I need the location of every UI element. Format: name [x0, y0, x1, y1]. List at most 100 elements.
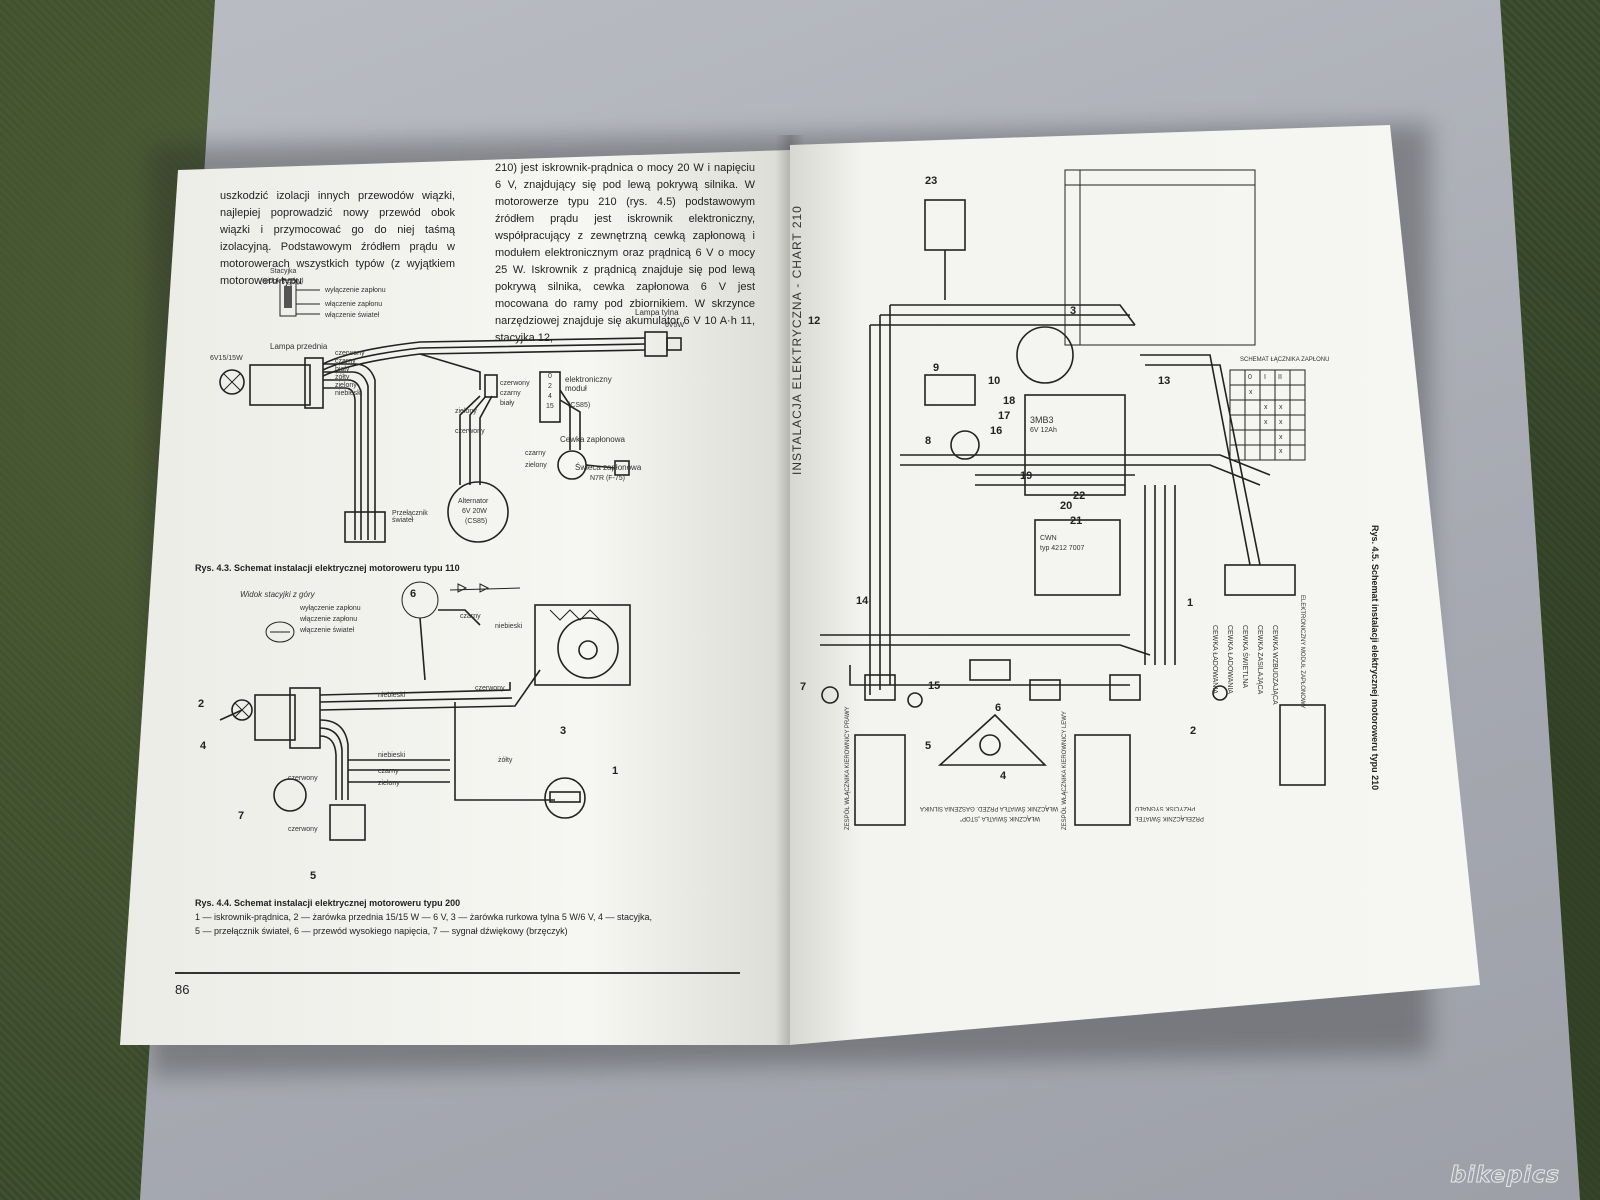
fig43-przelacznik-label: Przełącznik świateł [392, 510, 428, 524]
fig44-wyl-label: wyłączenie zapłonu [300, 605, 361, 612]
fig44-num-2: 2 [198, 698, 205, 710]
fig43-wire-zolty-1: żółty [335, 374, 350, 381]
switch-cell-1-1: x [1264, 404, 1268, 411]
text-column-1: uszkodzić izolacji innych przewodów wiąz… [220, 190, 455, 287]
label-swiatla: PRZEŁĄCZNIK ŚWIATEŁ [1135, 815, 1204, 821]
fig43-wire-bialy-2: biały [500, 400, 515, 407]
switch-cell-2-1: x [1264, 419, 1268, 426]
fig43-wire-bialy-1: biały [335, 366, 350, 373]
fig43-lampa-tylna-label: Lampa tylna [635, 308, 679, 317]
fig44-niebieski-3: niebieski [378, 752, 406, 759]
fig43-modul-code: (CS85) [568, 402, 591, 409]
battery-spec: 6V 12Ah [1030, 427, 1057, 434]
bikepics-watermark: bikepics [1450, 1163, 1560, 1189]
fig45-num-10: 10 [988, 375, 1001, 387]
fig43-widok-label: (widok z góry) [260, 278, 304, 285]
fig45-num-14: 14 [856, 595, 869, 607]
fig43-wire-czerwony-1: czerwony [335, 350, 365, 357]
fig44-num-6: 6 [410, 588, 417, 600]
fig45-num-23: 23 [925, 175, 938, 187]
fig45-num-1: 1 [1187, 597, 1194, 609]
fig45-num-18: 18 [1003, 395, 1016, 407]
fig44-czerwony-1: czerwony [475, 685, 505, 692]
fig44-czerwony-2: czerwony [288, 775, 318, 782]
fig45-num-17: 17 [998, 410, 1011, 422]
fig43-lampa-przednia-label: Lampa przednia [270, 342, 328, 351]
fig45-num-15: 15 [928, 680, 941, 692]
fig43-wire-zielony-2: zielony [455, 408, 477, 415]
fig44-niebieski-1: niebieski [495, 623, 523, 630]
fig44-niebieski-2: niebieski [378, 692, 406, 699]
fig44-zolty-1: żółty [498, 757, 513, 764]
switch-head-2: II [1278, 374, 1282, 381]
figure-4-4-diagram [219, 581, 631, 841]
fig45-num-5: 5 [925, 740, 932, 752]
fig43-cewka-label: Cewka zapłonowa [560, 435, 625, 444]
label-bagnik: WŁĄCZNIK ŚWIATŁA PRZED. GASZENIA SILNIKA [920, 805, 1059, 811]
fig45-caption: Rys. 4.5. Schemat instalacji elektryczne… [1370, 525, 1380, 791]
fig44-widok-label: Widok stacyjki z góry [240, 590, 315, 599]
switch-cell-1-2: x [1279, 404, 1283, 411]
fig45-num-19: 19 [1020, 470, 1033, 482]
fig43-wire-czerwony-2: czerwony [500, 380, 530, 387]
switch-cell-4-2: x [1279, 448, 1283, 455]
fig44-czerwony-3: czerwony [288, 826, 318, 833]
fig43-mod-pin-15: 15 [546, 403, 554, 410]
fig43-mod-pin-0: 0 [548, 373, 552, 380]
fig44-num-5: 5 [310, 870, 317, 882]
coil-4: CEWKA ZASILAJĄCA [1256, 625, 1263, 695]
fig43-caption: Rys. 4.3. Schemat instalacji elektryczne… [195, 563, 460, 573]
right-page: INSTALACJA ELEKTRYCZNA - CHART 210 3MB3 … [790, 125, 1480, 1045]
switch-cell-3-2: x [1279, 434, 1283, 441]
fig45-num-12: 12 [808, 315, 821, 327]
fig43-alternator-label: Alternator [458, 498, 489, 505]
fig44-czarny-1: czarny [460, 613, 481, 620]
fig43-swieca-label: Świeca zapłonowa [575, 463, 642, 472]
fig43-mod-pin-4: 4 [548, 393, 552, 400]
coil-2: CEWKA ŁADOWANIA [1226, 625, 1233, 694]
label-sygnal: PRZYCISK SYGNAŁU [1135, 805, 1196, 811]
coil-5: CEWKA WZBUDZAJĄCA [1271, 625, 1278, 705]
fig43-wire-czerwony-3: czerwony [455, 428, 485, 435]
label-stop: WŁĄCZNIK ŚWIATŁA „STOP” [960, 815, 1041, 821]
fig44-czarny-2: czarny [378, 768, 399, 775]
left-page: uszkodzić izolacji innych przewodów wiąz… [120, 150, 790, 1045]
fig44-num-4: 4 [200, 740, 207, 752]
fig44-zielony-1: zielony [378, 780, 400, 787]
fig43-wire-czarny-3: czarny [525, 450, 546, 457]
coil-3: CEWKA ŚWIETLNA [1241, 625, 1248, 689]
fig43-wl-label: włączenie zapłonu [325, 301, 383, 308]
fig45-num-21: 21 [1070, 515, 1083, 527]
fig45-num-6: 6 [995, 702, 1002, 714]
fig44-num-3: 3 [560, 725, 567, 737]
switch-cell-2-2: x [1279, 419, 1283, 426]
figure-4-5-diagram [820, 169, 1326, 826]
fig43-wyl-label: wyłączenie zapłonu [325, 287, 386, 294]
switch-table-title: SCHEMAT ŁĄCZNIKA ZAPŁONU [1240, 357, 1330, 363]
fig43-mod-pin-2: 2 [548, 383, 552, 390]
module-label: ELEKTRONICZNY MODUŁ ZAPŁONOWY [1299, 595, 1305, 709]
fig43-bulb-rear-label: 6V5W [665, 322, 685, 329]
fig43-wire-zielony-3: zielony [525, 462, 547, 469]
fig44-swiatla-label: włączenie świateł [300, 627, 355, 634]
label-zespol-lewy: ZESPÓŁ WŁĄCZNIKA KIEROWNICY LEWY [1062, 711, 1068, 830]
fig44-num-7: 7 [238, 810, 245, 822]
fig43-bulb-front-label: 6V15/15W [210, 355, 243, 362]
fig43-alt-spec: 6V 20W [462, 508, 487, 515]
coil-code: typ 4212 7007 [1040, 545, 1085, 552]
switch-head-0: 0 [1248, 374, 1252, 381]
fig45-num-8: 8 [925, 435, 932, 447]
fig44-caption-line1: 1 — iskrownik-prądnica, 2 — żarówka prze… [195, 912, 653, 922]
fig45-num-16: 16 [990, 425, 1003, 437]
coil-1: CEWKA ŁADOWANIA [1211, 625, 1218, 694]
switch-cell-0-0: x [1249, 389, 1253, 396]
fig43-modul-label: elektroniczny moduł [565, 375, 612, 393]
label-zespol-prawy: ZESPÓŁ WŁĄCZNIKA KIEROWNICY PRAWY [845, 706, 851, 830]
fig43-swiatla-label: włączenie świateł [325, 312, 380, 319]
fig45-num-3: 3 [1070, 305, 1077, 317]
footer-rule [175, 972, 740, 974]
vertical-title: INSTALACJA ELEKTRYCZNA - CHART 210 [790, 205, 804, 475]
fig43-wire-niebieski-1: niebieski [335, 390, 363, 397]
fig45-num-20: 20 [1060, 500, 1073, 512]
figure-4-3-diagram [219, 279, 682, 543]
